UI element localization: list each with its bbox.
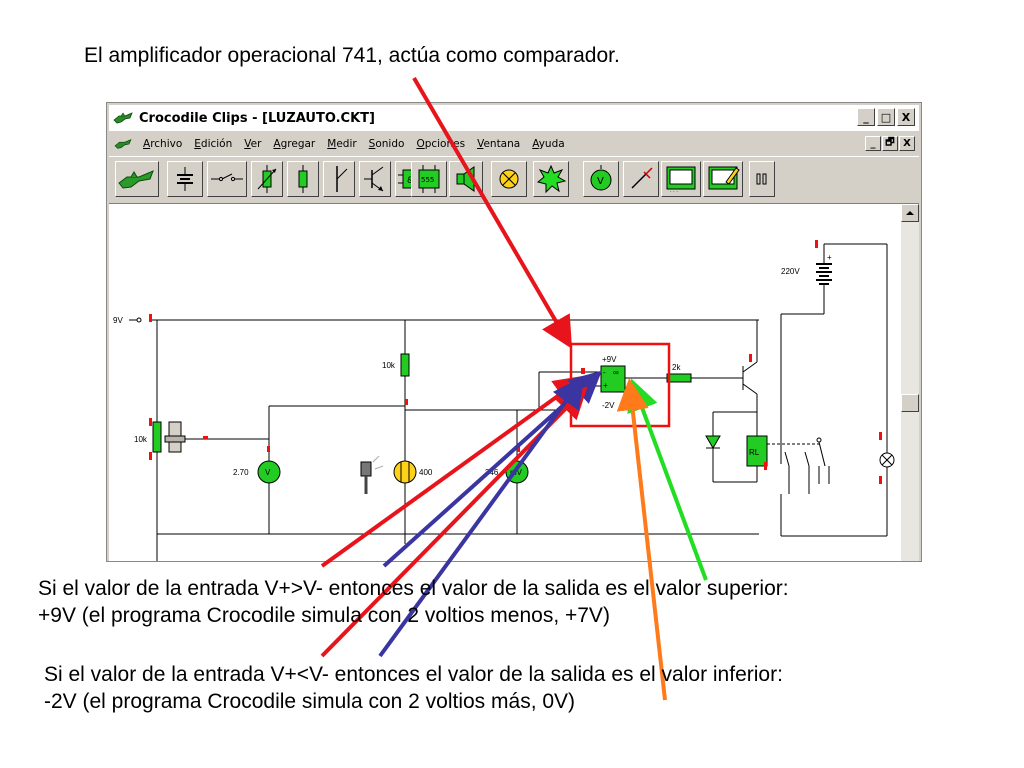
menu-archivo[interactable]: Archivo — [143, 138, 183, 150]
edit-graph-icon — [708, 166, 740, 190]
battery-plus-sign: + — [827, 253, 832, 262]
edit-graph-tool-button[interactable] — [703, 161, 743, 197]
switch-tool-button[interactable] — [207, 161, 247, 197]
svg-text:555: 555 — [421, 176, 434, 184]
caption-greater-line1: Si el valor de la entrada V+>V- entonces… — [38, 577, 789, 600]
variable-resistor-icon — [257, 165, 277, 193]
lamp-icon — [499, 169, 519, 189]
label-10k-left: 10k — [134, 435, 148, 444]
menu-ver[interactable]: Ver — [244, 138, 262, 150]
caption-less: Si el valor de la entrada V+<V- entonces… — [44, 661, 783, 715]
label-10k-mid: 10k — [382, 361, 396, 370]
menu-ayuda[interactable]: Ayuda — [532, 138, 565, 150]
toolbar: & 555 V · · · — [109, 156, 919, 204]
caption-greater: Si el valor de la entrada V+>V- entonces… — [38, 575, 789, 629]
meter1-value: 2.70 — [233, 468, 249, 477]
slide-title: El amplificador operacional 741, actúa c… — [84, 44, 620, 67]
resistor-10k-mid[interactable] — [400, 353, 410, 377]
spark-icon — [536, 164, 566, 194]
resistor-icon — [298, 165, 308, 193]
ic-555-tool-button[interactable]: 555 — [411, 161, 447, 197]
resistor-2k[interactable] — [666, 373, 692, 383]
caption-less-line1: Si el valor de la entrada V+<V- entonces… — [44, 663, 783, 686]
label-9v: 9V — [113, 316, 123, 325]
minimize-button[interactable]: _ — [857, 108, 875, 126]
scroll-thumb[interactable] — [901, 394, 919, 412]
ic-555-icon: 555 — [418, 165, 440, 193]
label-opamp-minus: -2V — [602, 401, 615, 410]
circuit-diagram: 9V 220V 10k 10k 2k +9V -2V - + ∞ 2.70 V … — [113, 240, 895, 561]
title-bar[interactable]: Crocodile Clips - [LUZAUTO.CKT] _ □ X — [109, 105, 919, 131]
meter2-value: 346 — [485, 468, 499, 477]
close-button[interactable]: X — [897, 108, 915, 126]
resistor-tool-button[interactable] — [287, 161, 319, 197]
capacitor-tool-button[interactable] — [323, 161, 355, 197]
probe-tool-button[interactable] — [623, 161, 659, 197]
svg-text:&: & — [407, 176, 414, 186]
menu-sonido[interactable]: Sonido — [368, 138, 405, 150]
circuit-canvas[interactable]: 9V 220V 10k 10k 2k +9V -2V - + ∞ 2.70 V … — [109, 204, 901, 561]
arrow-up-icon — [906, 211, 914, 215]
ldr-lamp[interactable] — [393, 460, 417, 484]
scroll-up-button[interactable] — [901, 204, 919, 222]
opamp-infinity-sign: ∞ — [613, 368, 619, 377]
menu-medir[interactable]: Medir — [327, 138, 357, 150]
relay-label: RL — [749, 448, 760, 457]
window-title: Crocodile Clips - [LUZAUTO.CKT] — [139, 110, 375, 126]
speaker-tool-button[interactable] — [449, 161, 483, 197]
menu-bar: Archivo Edición Ver Agregar Medir Sonido… — [109, 133, 919, 155]
battery-tool-button[interactable] — [167, 161, 203, 197]
crocodile-icon — [118, 170, 154, 189]
crocodile-tool-button[interactable] — [115, 161, 159, 197]
meter1-unit: V — [265, 468, 271, 477]
menu-edicion[interactable]: Edición — [194, 138, 233, 150]
capacitor-icon — [336, 166, 348, 192]
svg-text:· · ·: · · · — [670, 189, 678, 194]
label-220v: 220V — [781, 267, 800, 276]
torch-icon — [360, 461, 372, 477]
transistor-tool-button[interactable] — [359, 161, 391, 197]
menu-ventana[interactable]: Ventana — [477, 138, 521, 150]
spark-tool-button[interactable] — [533, 161, 569, 197]
opamp-minus-sign: - — [603, 368, 606, 377]
pause-icon — [756, 173, 767, 185]
opamp-plus-sign: + — [603, 381, 608, 390]
label-opamp-plus: +9V — [602, 355, 617, 364]
speaker-icon — [456, 166, 475, 192]
caption-greater-line2: +9V (el programa Crocodile simula con 2 … — [38, 604, 610, 627]
voltmeter-1[interactable] — [257, 460, 281, 484]
graph-tool-button[interactable]: · · · — [661, 161, 701, 197]
voltmeter-icon: V — [590, 165, 612, 191]
diode — [705, 435, 721, 449]
battery-icon — [177, 167, 193, 191]
variable-resistor-tool-button[interactable] — [251, 161, 283, 197]
voltmeter-tool-button[interactable]: V — [583, 161, 619, 197]
ldr-value: 400 — [419, 468, 433, 477]
resistor-10k-left[interactable] — [152, 421, 162, 453]
doc-restore-button[interactable]: 🗗 — [882, 136, 898, 151]
relay[interactable] — [746, 435, 768, 467]
pause-button[interactable] — [749, 161, 775, 197]
menu-agregar[interactable]: Agregar — [273, 138, 316, 150]
doc-minimize-button[interactable]: _ — [865, 136, 881, 151]
svg-text:V: V — [597, 176, 604, 187]
caption-less-line2: -2V (el programa Crocodile simula con 2 … — [44, 690, 576, 713]
switch-icon — [211, 173, 243, 182]
doc-close-button[interactable]: X — [899, 136, 915, 151]
label-2k: 2k — [672, 363, 681, 372]
document-crocodile-icon[interactable] — [113, 135, 133, 153]
crocodile-icon — [113, 109, 133, 127]
menu-opciones[interactable]: Opciones — [416, 138, 466, 150]
vertical-scrollbar[interactable] — [901, 204, 919, 561]
app-window: Crocodile Clips - [LUZAUTO.CKT] _ □ X Ar… — [106, 102, 922, 562]
transistor-icon — [364, 166, 384, 192]
graph-icon: · · · — [666, 166, 696, 194]
meter2-unit: mV — [510, 468, 523, 477]
probe-icon — [631, 167, 653, 189]
lamp-tool-button[interactable] — [491, 161, 527, 197]
maximize-button[interactable]: □ — [877, 108, 895, 126]
